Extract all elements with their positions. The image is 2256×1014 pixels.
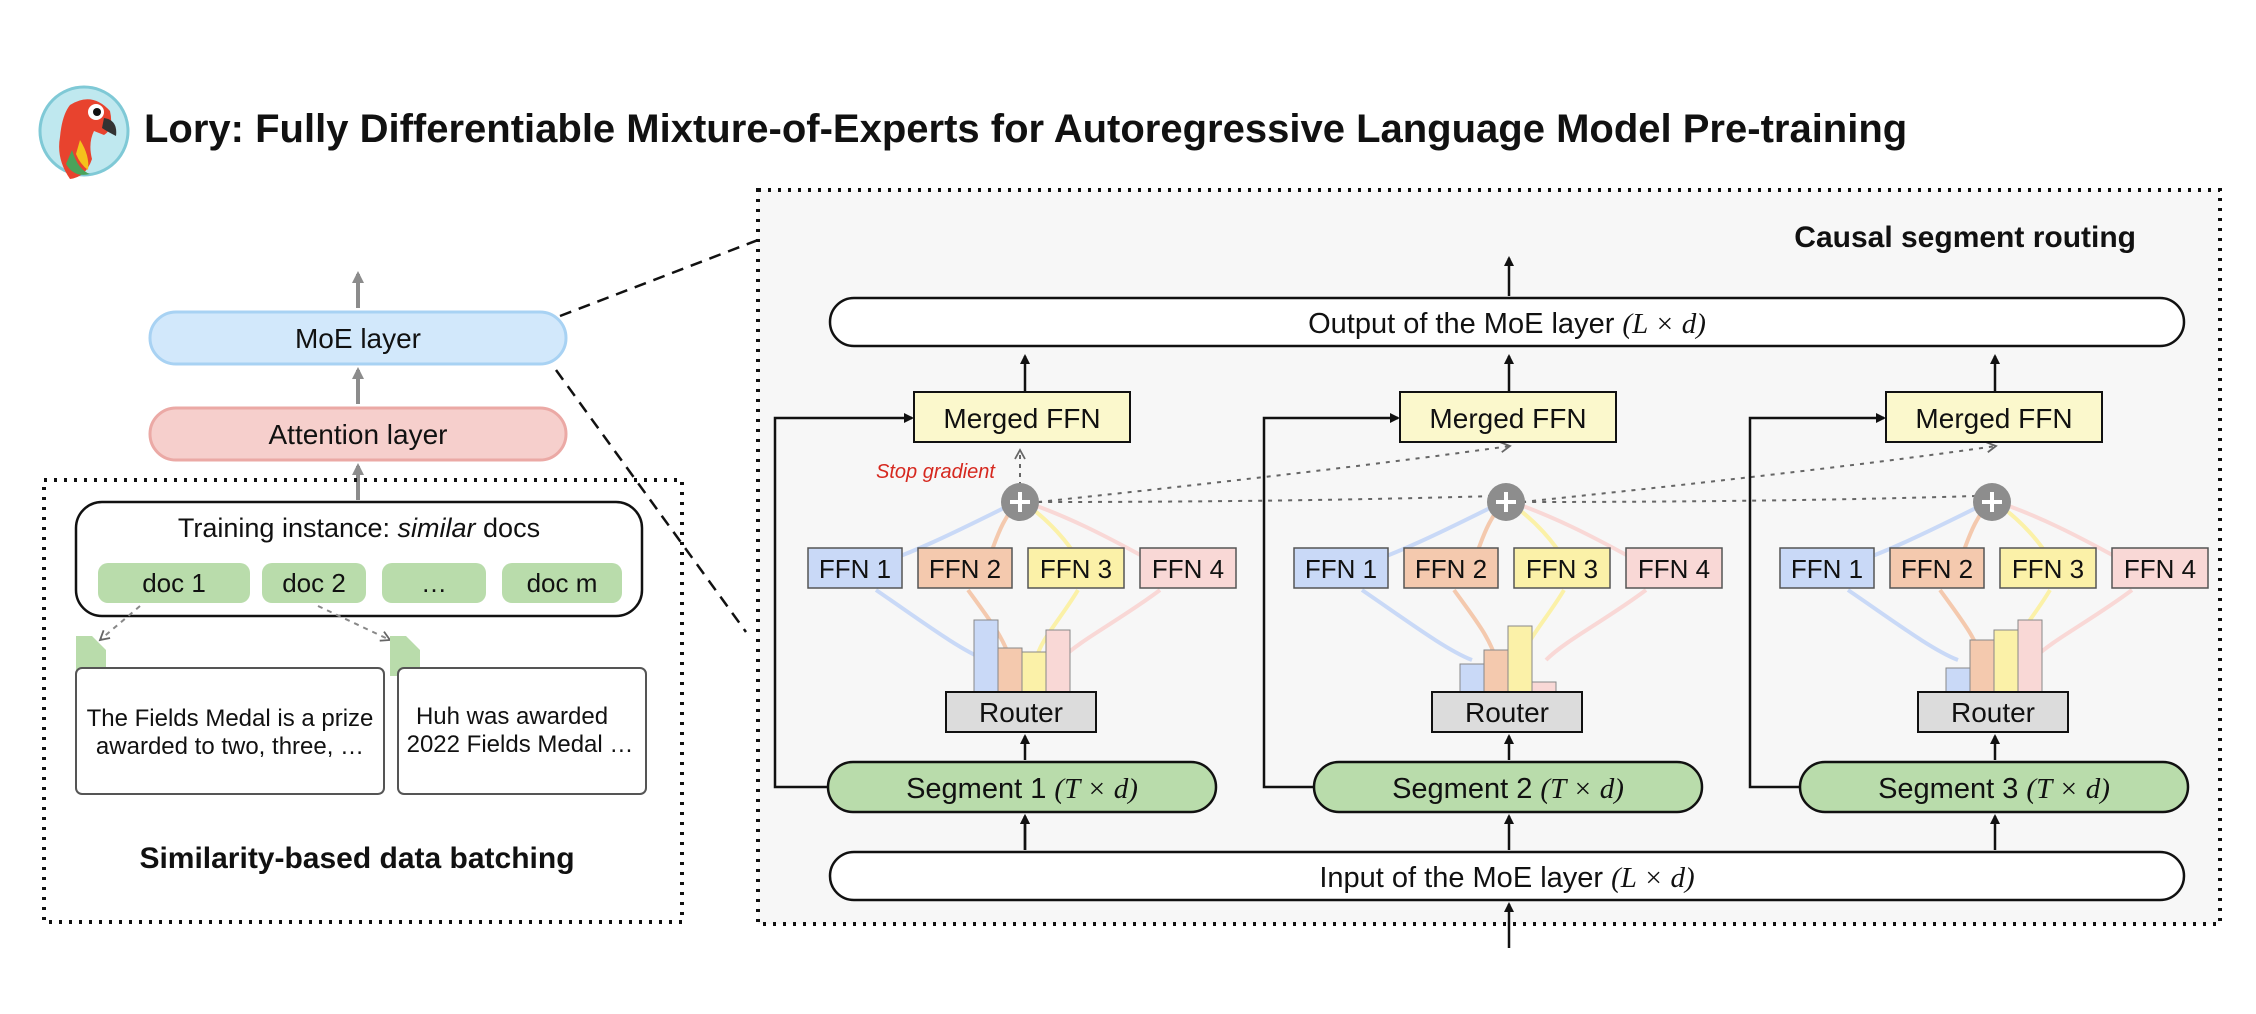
stop-gradient-label: Stop gradient — [876, 461, 996, 483]
plus-link-1-2 — [1037, 495, 1495, 503]
router-weight-bar-1-3 — [1021, 651, 1047, 693]
doc2-arrow — [317, 605, 392, 642]
router-box-2 — [1431, 691, 1583, 733]
doc-card-b-line1: Huh was awarded — [416, 703, 608, 730]
doc-card-a-line1: The Fields Medal is a prize — [87, 705, 374, 732]
plus2-to-merged3 — [1521, 441, 1998, 503]
ffn2-label-3: FFN 2 — [1901, 554, 1973, 584]
moe-output-label: Output of the MoE layer (L × d) — [1308, 308, 1706, 340]
doc-chip-m — [502, 563, 622, 603]
zoom-line-top — [559, 238, 759, 318]
segment-label-2: Segment 2 (T × d) — [1392, 773, 1624, 805]
ffn4-label-2: FFN 4 — [1638, 554, 1710, 584]
moe-output-box — [828, 296, 2186, 348]
router-weight-bar-2-2 — [1483, 649, 1509, 693]
doc-chip-2 — [262, 563, 366, 603]
ffn1-label-2: FFN 1 — [1305, 554, 1377, 584]
ffn4-box-2 — [1625, 547, 1723, 589]
routing-block-1: Merged FFN FFN 1 FFN 2 FFN 3 FFN 4 Route… — [773, 354, 1237, 850]
ffn1-box-2 — [1293, 547, 1389, 589]
doc1-arrow — [98, 605, 141, 642]
doc-card-b — [397, 667, 647, 795]
plus-link-2-3 — [1521, 495, 1977, 503]
router-box-3 — [1917, 691, 2069, 733]
doc-card-a — [75, 667, 385, 795]
plus1-to-merged2 — [1037, 441, 1512, 503]
moe-layer-label: MoE layer — [295, 323, 421, 354]
router-box-1 — [945, 691, 1097, 733]
router-weight-bar-1-2 — [997, 647, 1023, 693]
ffn2-box-1 — [917, 547, 1013, 589]
merged-ffn-label-3: Merged FFN — [1915, 403, 2072, 434]
moe-input-box — [828, 850, 2186, 902]
merged-ffn-box-2 — [1399, 391, 1617, 443]
doc-card-b-line2: 2022 Fields Medal … — [407, 731, 634, 758]
router-weight-bar-3-1 — [1945, 667, 1971, 693]
merged-ffn-label-1: Merged FFN — [943, 403, 1100, 434]
attention-layer-box — [148, 406, 568, 462]
router-label-1: Router — [979, 697, 1063, 728]
router-weight-bar-2-1 — [1459, 663, 1485, 693]
ffn4-label-3: FFN 4 — [2124, 554, 2196, 584]
training-instance-label: Training instance: similar docs — [178, 513, 540, 543]
causal-routing-caption: Causal segment routing — [1794, 221, 2136, 254]
attention-layer-label: Attention layer — [269, 419, 448, 450]
doc-chip-m-label: doc m — [527, 568, 598, 598]
segment-label-3: Segment 3 (T × d) — [1878, 773, 2110, 805]
moe-layer-box — [148, 310, 568, 366]
page-title: Lory: Fully Differentiable Mixture-of-Ex… — [144, 107, 1907, 151]
ffn3-box-3 — [1999, 547, 2097, 589]
router-weight-bar-1-1 — [973, 619, 999, 693]
router-label-2: Router — [1465, 697, 1549, 728]
similarity-batching-caption: Similarity-based data batching — [139, 842, 574, 875]
ffn1-box-1 — [807, 547, 903, 589]
ffn4-box-3 — [2111, 547, 2209, 589]
plus-icon-1 — [1001, 483, 1039, 521]
ffn3-label-2: FFN 3 — [1526, 554, 1598, 584]
router-weight-bar-3-4 — [2017, 619, 2043, 693]
ffn3-box-1 — [1027, 547, 1125, 589]
plus-icon-3 — [1973, 483, 2011, 521]
routing-block-2: Merged FFN FFN 1 FFN 2 FFN 3 FFN 4 Route… — [1262, 354, 1723, 814]
router-weight-bar-3-3 — [1993, 629, 2019, 693]
ffn1-label-1: FFN 1 — [819, 554, 891, 584]
lory-logo — [38, 85, 130, 179]
doc-card-a-fold-icon — [76, 636, 106, 676]
router-weight-bar-2-3 — [1507, 625, 1533, 693]
zoom-line-bottom — [554, 369, 748, 633]
doc-chip-ellipsis-label: … — [421, 568, 447, 598]
segment-label-1: Segment 1 (T × d) — [906, 773, 1138, 805]
ffn3-box-2 — [1513, 547, 1611, 589]
ffn3-label-1: FFN 3 — [1040, 554, 1112, 584]
routing-block-3: Merged FFN FFN 1 FFN 2 FFN 3 FFN 4 Route… — [1748, 354, 2209, 814]
doc-chip-2-label: doc 2 — [282, 568, 346, 598]
ffn1-box-3 — [1779, 547, 1875, 589]
ffn1-label-3: FFN 1 — [1791, 554, 1863, 584]
merged-ffn-label-2: Merged FFN — [1429, 403, 1586, 434]
router-weight-bar-2-4 — [1531, 681, 1557, 693]
ffn2-label-2: FFN 2 — [1415, 554, 1487, 584]
ffn2-label-1: FFN 2 — [929, 554, 1001, 584]
skip-connection-1 — [773, 413, 914, 789]
doc-chip-ellipsis — [382, 563, 486, 603]
ffn4-box-1 — [1139, 547, 1237, 589]
ffn4-label-1: FFN 4 — [1152, 554, 1224, 584]
router-weight-bar-3-2 — [1969, 639, 1995, 693]
ffn3-label-3: FFN 3 — [2012, 554, 2084, 584]
ffn2-box-3 — [1889, 547, 1985, 589]
merged-ffn-box-3 — [1885, 391, 2103, 443]
moe-input-label: Input of the MoE layer (L × d) — [1319, 862, 1694, 894]
router-weight-bar-1-4 — [1045, 629, 1071, 693]
doc-card-a-line2: awarded to two, three, … — [96, 733, 364, 760]
plus-icon-2 — [1487, 483, 1525, 521]
skip-connection-3 — [1748, 413, 1886, 789]
doc-chip-1 — [98, 563, 250, 603]
skip-connection-2 — [1262, 413, 1400, 789]
ffn2-box-2 — [1403, 547, 1499, 589]
merged-ffn-box-1 — [913, 391, 1131, 443]
doc-chip-1-label: doc 1 — [142, 568, 206, 598]
router-label-3: Router — [1951, 697, 2035, 728]
doc-card-b-fold-icon — [390, 636, 420, 676]
